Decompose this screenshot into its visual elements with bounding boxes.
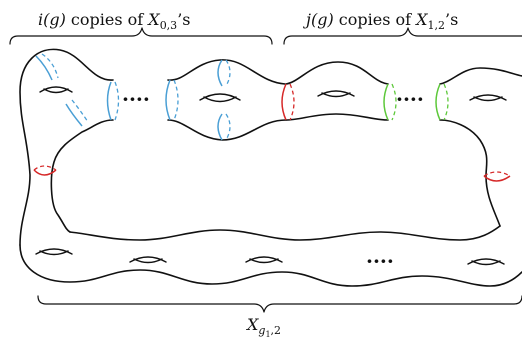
bottom-band-bottom [19, 244, 522, 287]
red-curve-left-tube [33, 165, 57, 176]
bottom-hole-2 [129, 256, 167, 264]
upper-left-surface-outline [19, 48, 114, 246]
blue-curve-middle-left [165, 79, 179, 121]
upper-right-surface-top-a [285, 61, 389, 85]
upper-right-surface-bottom-b [439, 119, 501, 227]
top-right-label: j(g) copies of X1,2’s [303, 10, 458, 32]
red-curve-right-tube [483, 171, 511, 182]
blue-curve-upper-left-b [65, 99, 89, 127]
ellipsis-upper-left: ···· [122, 87, 150, 111]
red-curve-junction [281, 83, 295, 121]
blue-curve-left-boundary [106, 81, 120, 121]
top-right-brace [283, 27, 522, 45]
ellipsis-bottom: ···· [366, 249, 394, 273]
bottom-label: Xg1,2 [245, 315, 281, 339]
ellipsis-upper-right: ···· [396, 87, 424, 111]
upper-right-surface-bottom-a [285, 113, 389, 121]
bottom-brace [37, 295, 522, 313]
top-left-brace [9, 27, 273, 45]
upper-right-hole-2 [469, 94, 507, 102]
blue-curve-middle-bottom [217, 113, 231, 141]
blue-curve-upper-left-a [35, 53, 59, 81]
green-curve-b [435, 83, 449, 121]
upper-left-hole [39, 86, 73, 94]
blue-curve-middle-top [217, 59, 231, 87]
green-curve-a [383, 83, 397, 121]
upper-right-hole-1 [317, 90, 355, 98]
bottom-hole-3 [245, 256, 283, 264]
bottom-band-top [69, 225, 501, 241]
bottom-hole-4 [467, 258, 505, 266]
upper-left-surface-lower-edge [50, 119, 114, 233]
top-left-label: i(g) copies of X0,3’s [38, 10, 190, 32]
upper-middle-surface-top [167, 59, 286, 85]
bottom-hole-1 [35, 248, 73, 256]
upper-right-surface-top-b [439, 67, 522, 85]
upper-middle-hole [199, 93, 241, 103]
